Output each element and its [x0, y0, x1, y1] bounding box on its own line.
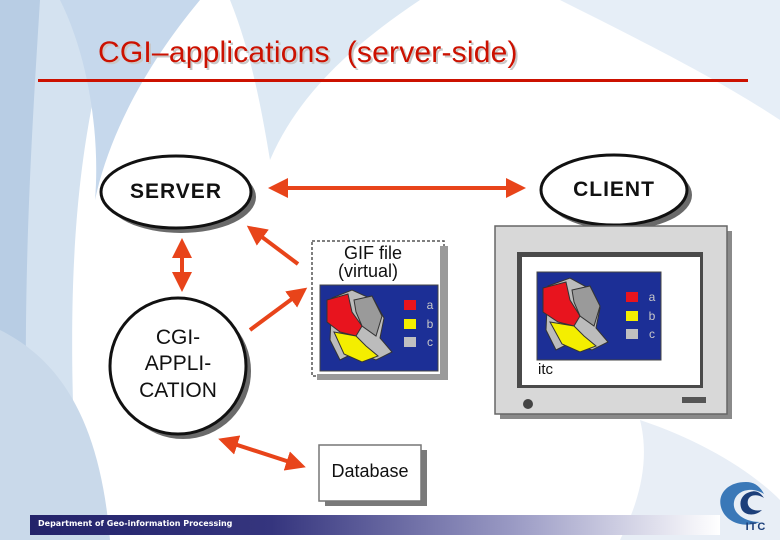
database-box — [318, 444, 427, 506]
client-node — [539, 153, 692, 230]
title-underline — [38, 79, 748, 82]
monitor-legend-c: c — [649, 327, 655, 341]
database-label: Database — [331, 461, 409, 481]
gif-file-box — [311, 240, 448, 380]
gif-legend-b: b — [426, 317, 434, 331]
itc-logo — [720, 482, 764, 525]
server-gif-arrow — [246, 225, 300, 266]
cgi-gif-arrow — [248, 287, 308, 332]
cgi-label-line-2: APPLI- — [144, 352, 212, 375]
itc-logo-text: ITC — [745, 521, 767, 533]
footer-text: Department of Geo-information Processing — [38, 519, 233, 528]
cgi-label-line-1: CGI- — [155, 326, 201, 349]
gif-label-line-2: (virtual) — [338, 261, 399, 281]
gif-legend-c: c — [427, 335, 433, 349]
footer-bar — [30, 515, 720, 535]
cgi-database-arrow — [218, 435, 306, 471]
monitor-legend-b: b — [648, 309, 656, 323]
screen-label: itc — [538, 361, 553, 378]
cgi-application-node — [108, 296, 251, 439]
server-label: SERVER — [130, 180, 222, 203]
cgi-label-line-3: CATION — [139, 379, 217, 402]
gif-legend-a: a — [426, 298, 434, 312]
client-monitor — [494, 225, 732, 419]
slide-title: CGI–applications (server-side) — [98, 36, 518, 69]
client-label: CLIENT — [573, 178, 655, 201]
server-node — [99, 154, 256, 233]
gif-label-line-1: GIF file — [344, 243, 403, 263]
monitor-legend-a: a — [648, 290, 656, 304]
